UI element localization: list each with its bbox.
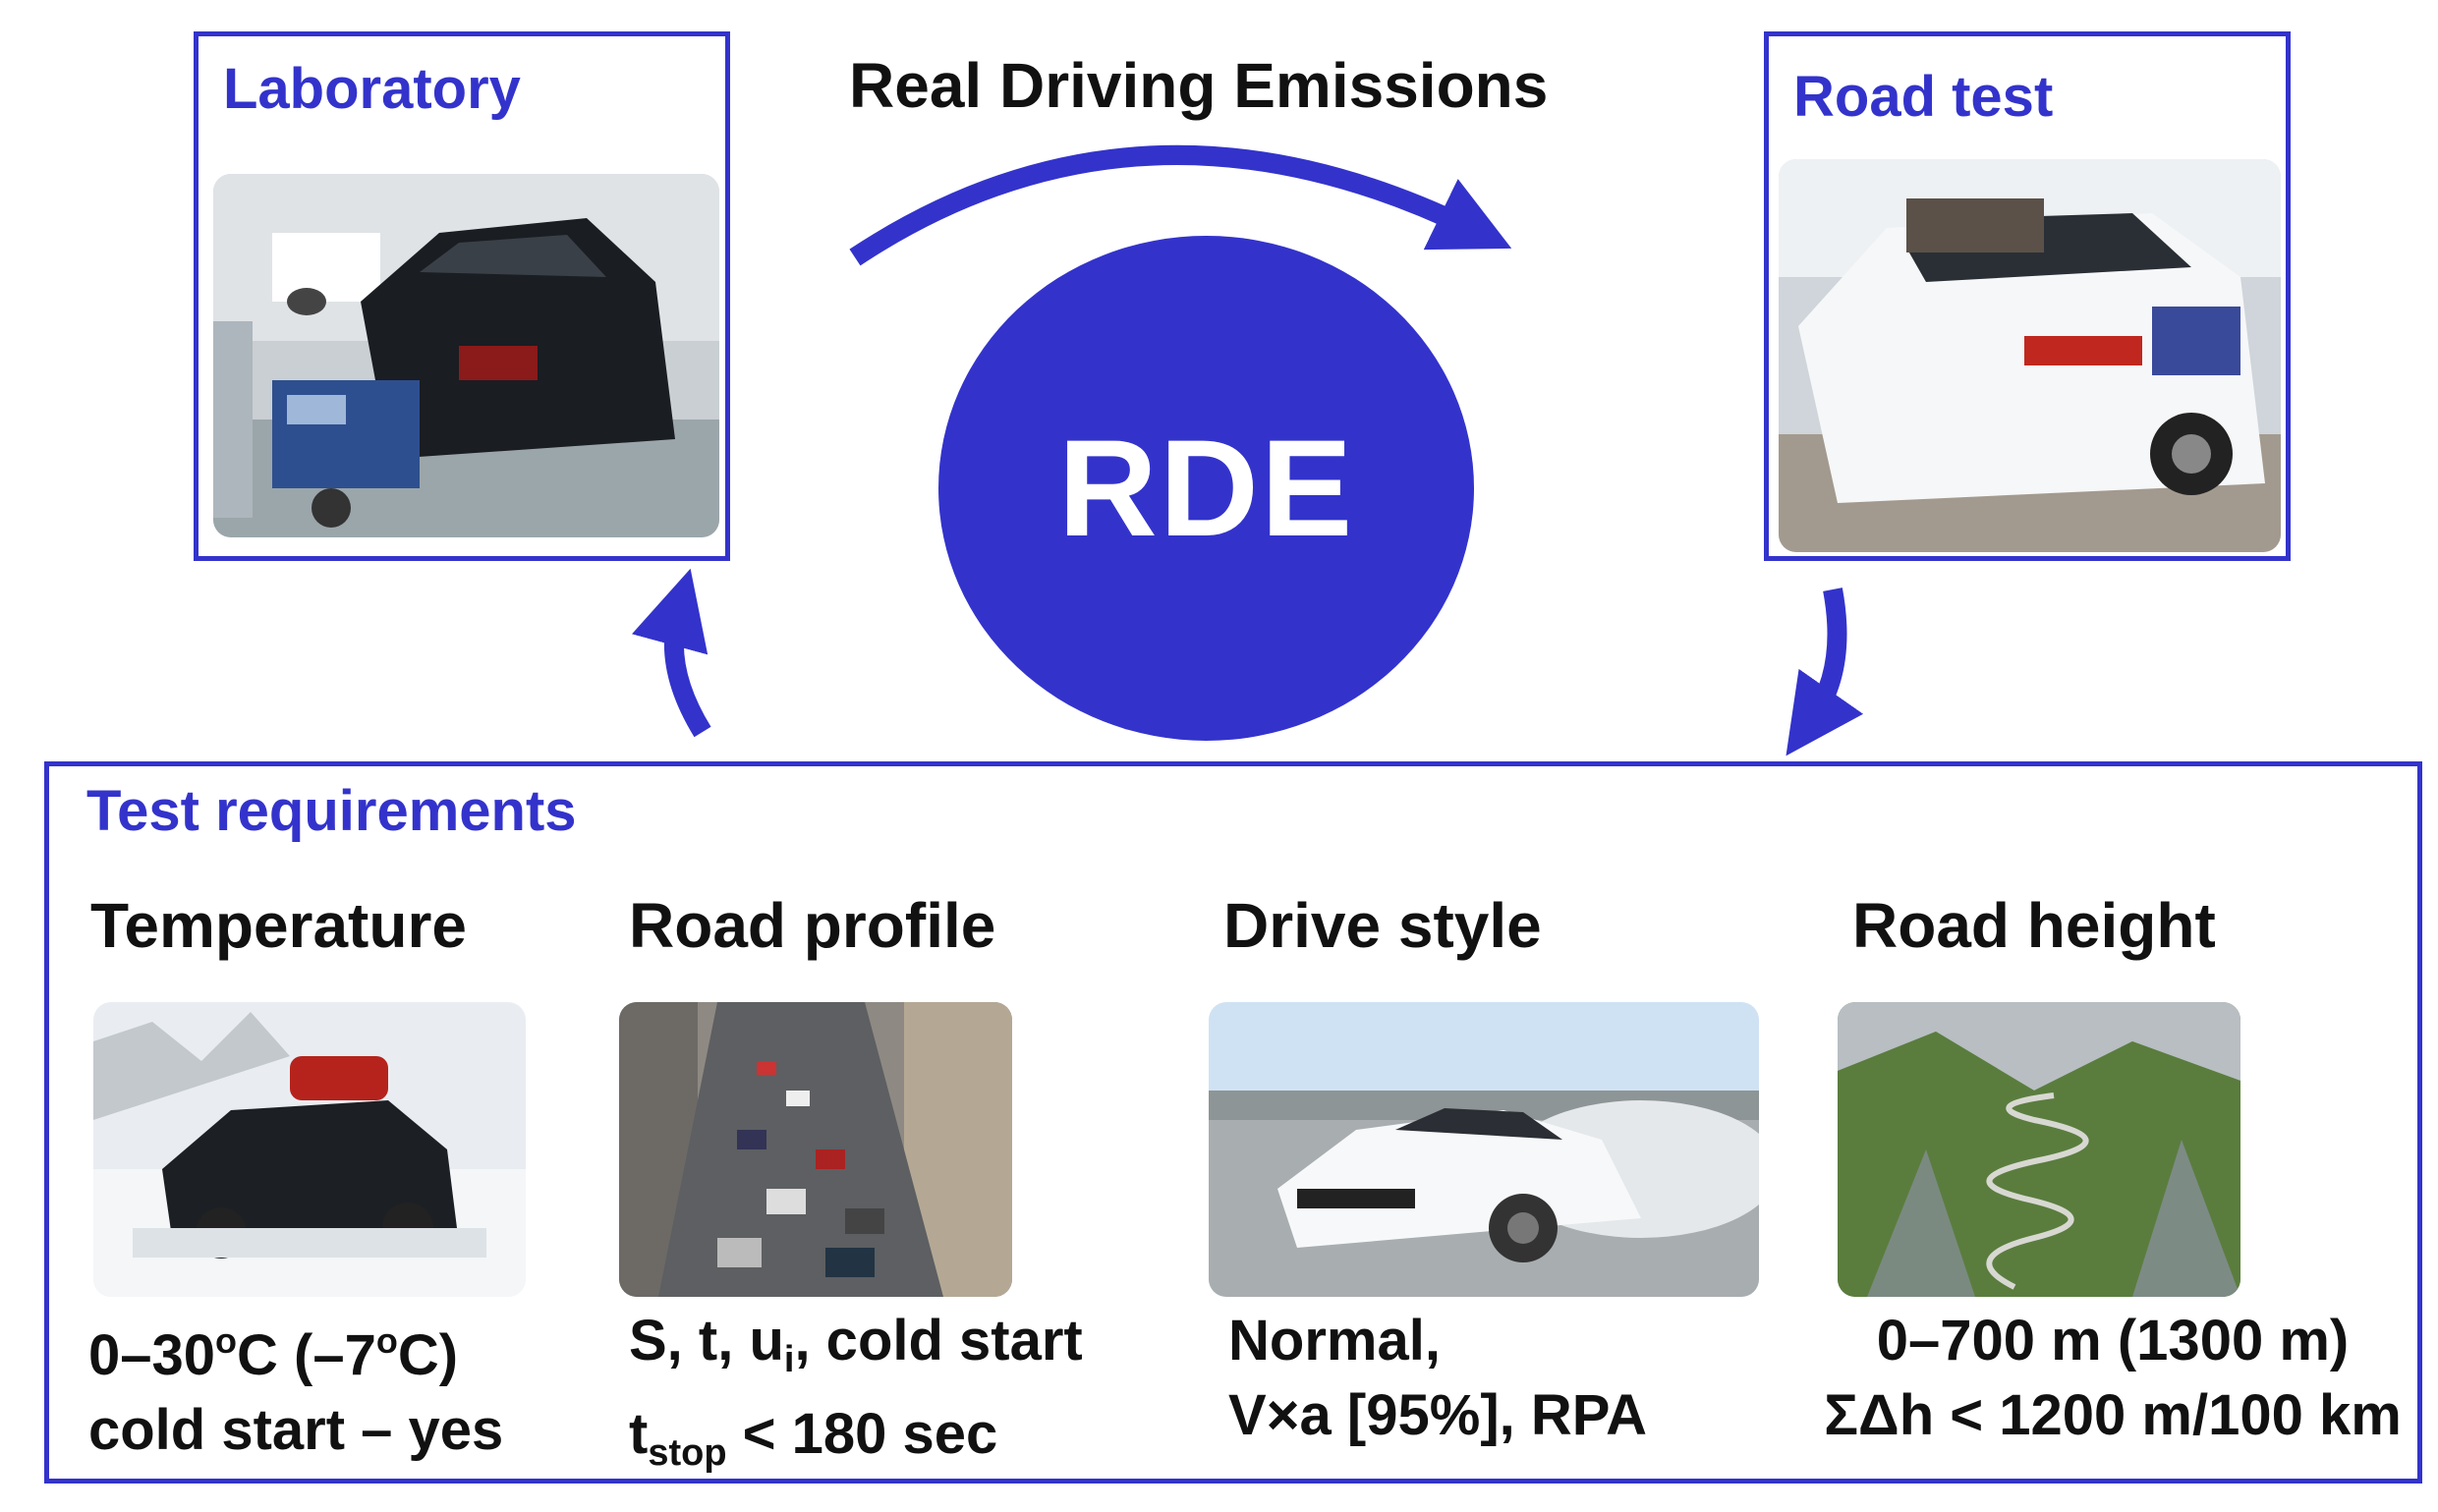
road-test-box: Road test	[1764, 31, 2291, 561]
mountain-road-photo-icon	[1838, 1002, 2240, 1297]
test-requirements-title: Test requirements	[86, 779, 577, 843]
sports-car-photo-icon	[1209, 1002, 1759, 1297]
drive-style-line2: V×a [95%], RPA	[1228, 1383, 1648, 1447]
road-height-line1: 0–700 m (1300 m)	[1876, 1309, 2350, 1372]
top-arrow	[849, 144, 1512, 266]
temperature-caption: 0–30oC (–7oC) cold start – yes	[88, 1304, 503, 1468]
road-profile-line2: tstop < 180 sec	[629, 1402, 998, 1474]
road-height-caption: 0–700 m (1300 m) ΣΔh < 1200 m/100 km	[1798, 1304, 2427, 1453]
road-profile-heading: Road profile	[629, 890, 996, 961]
road-profile-caption: S, t, ui, cold start tstop < 180 sec	[629, 1304, 1083, 1490]
road-test-car-photo-icon	[1779, 159, 2281, 552]
drive-style-line1: Normal,	[1228, 1309, 1441, 1372]
temperature-heading: Temperature	[90, 890, 467, 961]
city-traffic-photo-icon	[619, 1002, 1012, 1297]
road-profile-line1: S, t, ui, cold start	[629, 1309, 1083, 1380]
rde-circle: RDE	[938, 236, 1474, 741]
laboratory-box: Laboratory	[194, 31, 730, 561]
right-arrow	[1786, 588, 1864, 756]
rde-label: RDE	[1057, 411, 1355, 565]
road-height-heading: Road height	[1852, 890, 2216, 961]
diagram-title: Real Driving Emissions	[849, 50, 1549, 121]
temperature-line1: 0–30oC (–7oC)	[88, 1320, 459, 1387]
snow-car-photo-icon	[93, 1002, 526, 1297]
left-arrow	[631, 568, 711, 738]
test-requirements-box: Test requirements Temperature 0–30oC (–7…	[44, 761, 2422, 1484]
drive-style-heading: Drive style	[1223, 890, 1542, 961]
dyno-lab-car-photo-icon	[213, 174, 719, 537]
temperature-line2: cold start – yes	[88, 1398, 504, 1462]
road-height-line2: ΣΔh < 1200 m/100 km	[1824, 1383, 2402, 1447]
laboratory-title: Laboratory	[223, 57, 521, 121]
drive-style-caption: Normal, V×a [95%], RPA	[1228, 1304, 1647, 1453]
road-test-title: Road test	[1793, 65, 2054, 129]
